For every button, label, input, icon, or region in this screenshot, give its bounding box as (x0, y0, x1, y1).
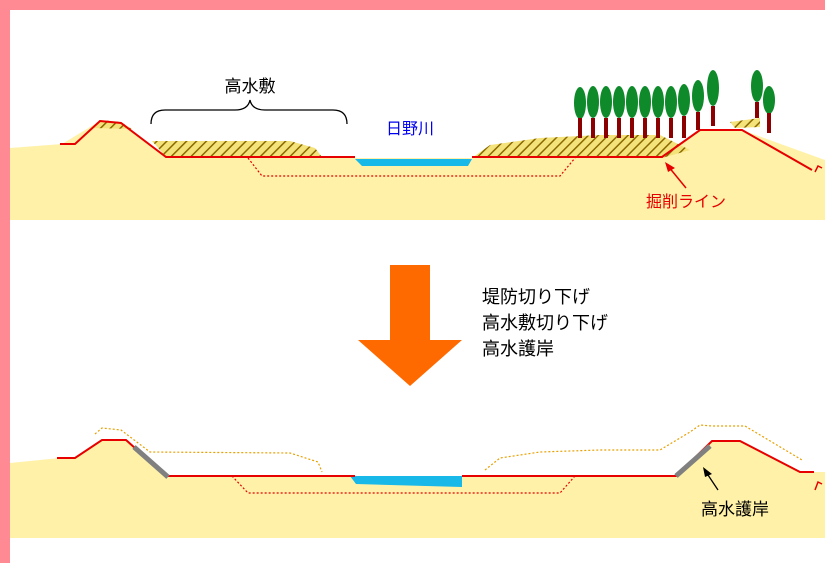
step-high-water-revetment: 高水護岸 (482, 339, 554, 360)
step-floodplain-lowering: 高水敷切り下げ (482, 313, 608, 334)
river-name-label: 日野川 (386, 119, 434, 138)
floodplain-label: 高水敷 (225, 77, 276, 97)
step-list: 堤防切り下げ 高水敷切り下げ 高水護岸 (482, 287, 608, 360)
levee-top-sediment-left (92, 120, 132, 129)
previous-profile-dotted (94, 424, 803, 473)
step-levee-lowering: 堤防切り下げ (482, 287, 590, 308)
floodplain-sediment-left (152, 141, 322, 157)
trees (574, 70, 775, 138)
floodplain-brace (150, 99, 348, 125)
excavation-line-after (57, 439, 814, 477)
revetment-right (674, 444, 712, 478)
transition-arrow (358, 265, 462, 386)
ground-before (10, 121, 825, 220)
revetment-callout-arrowhead (703, 467, 712, 477)
excavation-line-label: 掘削ライン (646, 192, 726, 211)
revetment-label: 高水護岸 (701, 500, 769, 520)
water-after (350, 476, 462, 487)
excavation-callout-arrowhead (665, 162, 675, 172)
water-before (355, 159, 472, 166)
levee-top-sediment-right (730, 118, 760, 128)
right-end-mark-after (814, 480, 823, 491)
before-cross-section: 高水敷 日野川 掘削ライン (10, 70, 825, 220)
after-cross-section: 高水護岸 (10, 424, 825, 538)
ground-after (10, 440, 825, 538)
right-end-mark (814, 164, 823, 173)
floodplain-sediment-right (472, 135, 690, 158)
channel-bed-dotted-before (247, 157, 576, 177)
revetment-left (132, 445, 170, 479)
